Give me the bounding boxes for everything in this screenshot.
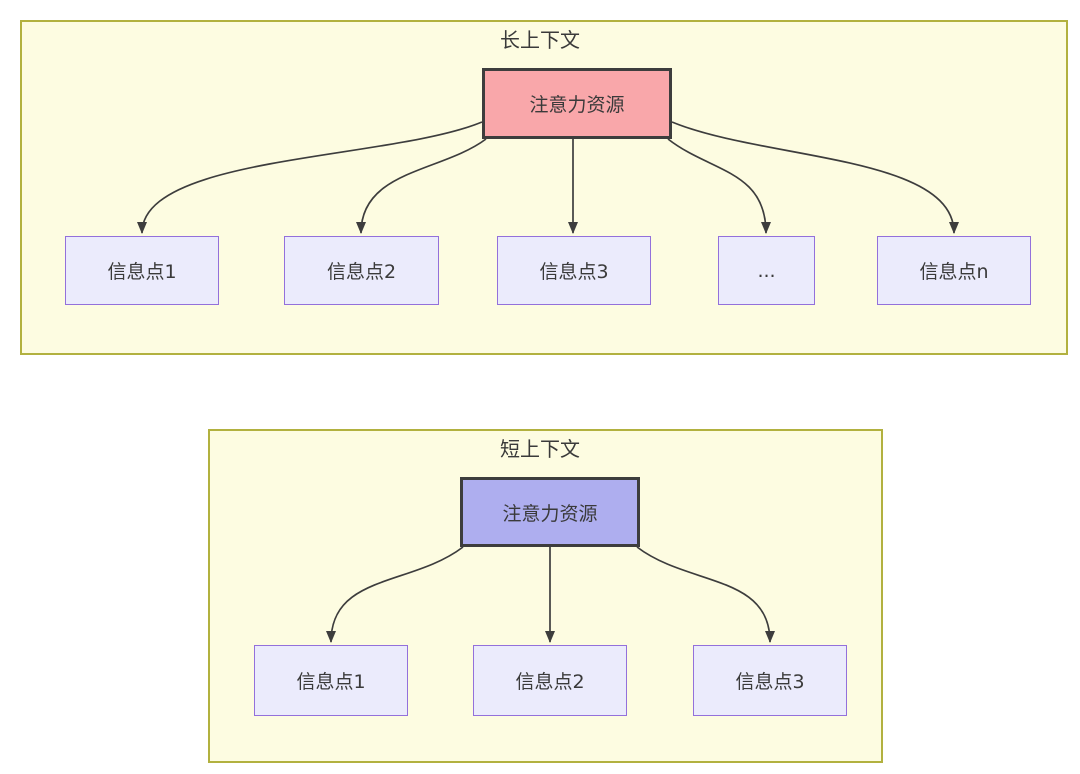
- long-context-title: 长上下文: [500, 28, 580, 52]
- long-info-node-n: 信息点n: [877, 236, 1031, 305]
- short-attention-resource-node: 注意力资源: [460, 477, 640, 547]
- long-info-node-1: 信息点1: [65, 236, 219, 305]
- short-info-node-2: 信息点2: [473, 645, 627, 716]
- long-info-node-2: 信息点2: [284, 236, 439, 305]
- long-info-node-3: 信息点3: [497, 236, 651, 305]
- long-attention-resource-node: 注意力资源: [482, 68, 672, 139]
- short-info-node-3: 信息点3: [693, 645, 847, 716]
- short-info-node-1: 信息点1: [254, 645, 408, 716]
- short-context-title: 短上下文: [500, 437, 580, 461]
- long-info-node-ellipsis: ...: [718, 236, 815, 305]
